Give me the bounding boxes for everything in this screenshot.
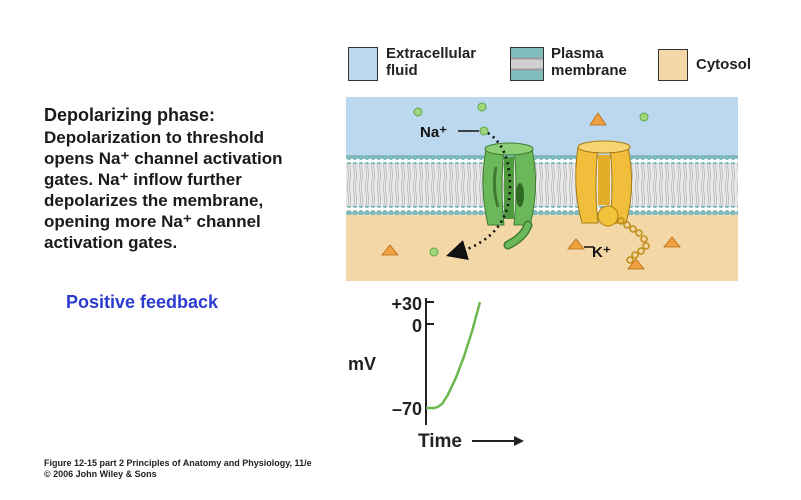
na-inflow-arrow — [446, 131, 512, 261]
description-line: gates. Na⁺ inflow further — [44, 170, 242, 189]
caption-line: Figure 12-15 part 2 Principles of Anatom… — [44, 458, 312, 468]
ytick-label: +30 — [391, 294, 422, 314]
cytosol-region — [346, 215, 738, 281]
k-ions — [381, 112, 681, 270]
voltage-chart: +30 0 –70 mV Time — [348, 294, 524, 452]
figure-caption: Figure 12-15 part 2 Principles of Anatom… — [44, 458, 312, 480]
y-axis-label: mV — [348, 354, 376, 374]
plasma-membrane — [346, 155, 738, 215]
k-label: K⁺ — [592, 244, 611, 261]
membrane-diagram: Na⁺ K⁺ — [346, 97, 738, 281]
ytick-label: –70 — [392, 399, 422, 419]
description-line: depolarizes the membrane, — [44, 191, 264, 210]
description-line: Depolarization to threshold — [44, 128, 265, 147]
na-ions — [413, 102, 649, 257]
x-axis-label: Time — [418, 431, 462, 452]
time-arrowhead — [514, 436, 524, 446]
positive-feedback-label: Positive feedback — [66, 292, 219, 312]
extracellular-swatch — [348, 47, 378, 81]
caption-line: © 2006 John Wiley & Sons — [44, 469, 157, 479]
cytosol-swatch — [658, 49, 688, 81]
membrane-label: Plasma membrane — [551, 45, 627, 79]
membrane-swatch — [510, 47, 544, 81]
k-channel — [575, 140, 650, 264]
extracellular-region — [346, 97, 738, 159]
phase-description: Depolarizing phase: Depolarization to th… — [44, 105, 344, 253]
phase-title: Depolarizing phase: — [44, 105, 216, 125]
description-line: activation gates. — [44, 233, 178, 252]
ytick-label: 0 — [412, 316, 422, 336]
na-label: Na⁺ — [420, 124, 447, 141]
extracellular-label: Extracellular fluid — [386, 45, 477, 79]
voltage-trace — [426, 301, 482, 410]
description-line: opening more Na⁺ channel — [44, 212, 261, 231]
description-line: opens Na⁺ channel activation — [44, 149, 283, 168]
cytosol-label: Cytosol — [696, 56, 752, 73]
